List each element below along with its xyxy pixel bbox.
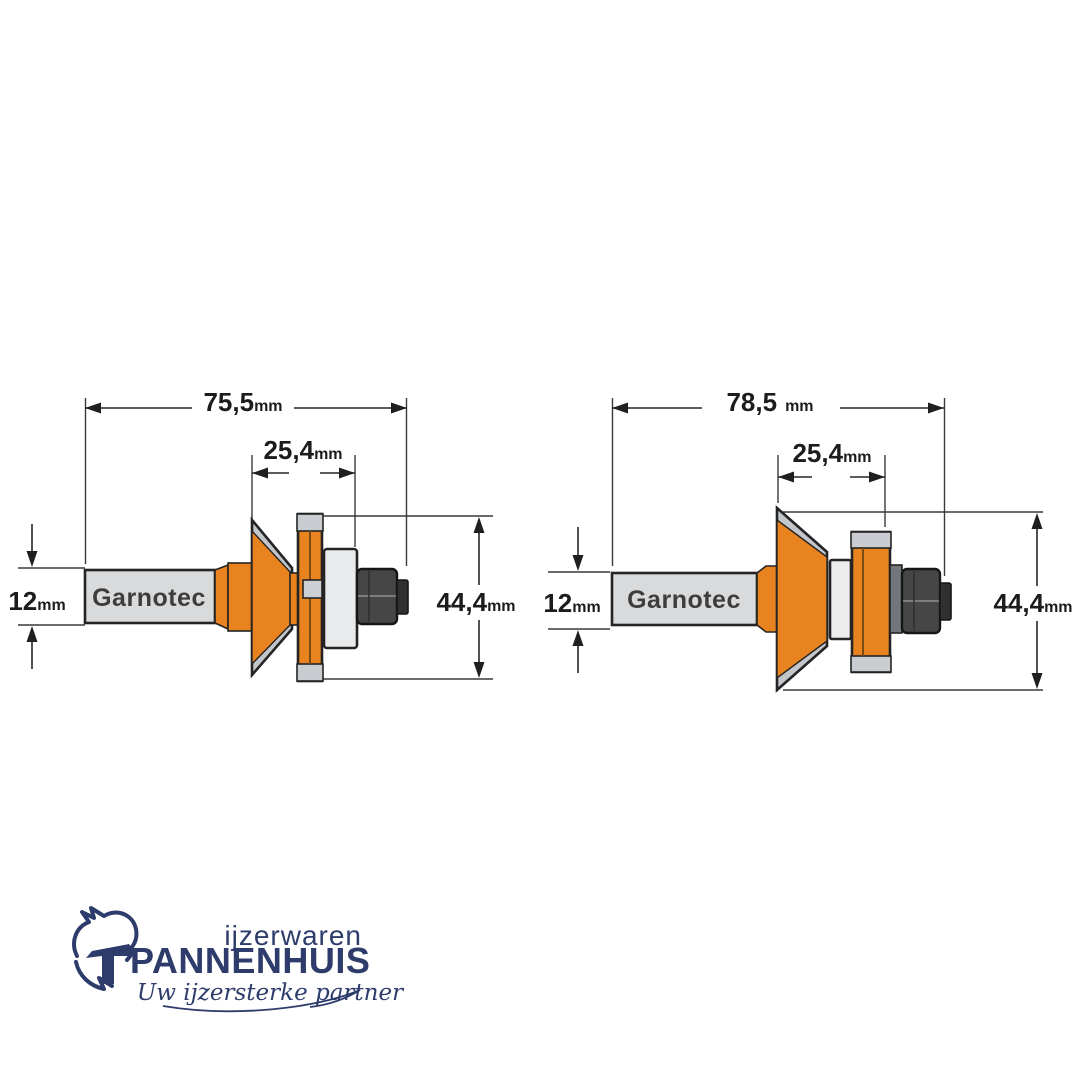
- blade-tip-top: [296, 513, 324, 532]
- shank: [83, 568, 217, 625]
- dimension-cutting-length-right: 25,4mm: [778, 438, 885, 483]
- logo-swoosh: [162, 989, 361, 1013]
- pannenhuis-logo-icon: [72, 906, 139, 991]
- cutter-cone: [776, 518, 828, 680]
- guide-bearing: [322, 547, 359, 650]
- brand-label: Garnotec: [627, 586, 741, 614]
- dimension-cutting-length-left: 25,4mm: [252, 435, 355, 479]
- dimension-diameter-left: 44,4mm: [436, 517, 516, 678]
- router-bit-diagram-left: 75,5mm 25,4mm 12mm 44,4mm Garn: [8, 387, 516, 683]
- collar: [227, 562, 253, 632]
- blade-clamp: [302, 579, 323, 599]
- logo-tagline: Uw ijzersterke partner: [137, 980, 405, 1006]
- shank: [610, 571, 759, 627]
- dimension-diameter-right: 44,4mm: [993, 513, 1073, 689]
- dimension-label: 75,5mm: [203, 387, 282, 417]
- logo-top-text: ijzerwaren: [224, 920, 362, 951]
- blade-tip-bottom: [296, 663, 324, 682]
- spindle-tip: [396, 579, 409, 615]
- dimension-overall-length-left: 75,5mm: [85, 387, 407, 417]
- dimension-label: 44,4mm: [436, 587, 515, 617]
- logo-icon-outline: [72, 906, 139, 962]
- cutter-tip-top: [850, 531, 892, 549]
- collar-taper: [214, 563, 229, 631]
- dimension-label: 44,4mm: [993, 588, 1072, 618]
- dimension-shank-right: 12mm: [543, 527, 601, 673]
- logo-icon-tail: [74, 960, 114, 991]
- dimension-label: 25,4mm: [792, 438, 871, 468]
- dimension-label: 12mm: [8, 586, 65, 616]
- brand-label: Garnotec: [92, 584, 206, 612]
- cutter-tip-bottom: [850, 655, 892, 673]
- dimension-label: 25,4mm: [263, 435, 342, 465]
- collar: [756, 565, 778, 633]
- logo-icon-t: [86, 944, 137, 984]
- logo-name: PANNENHUIS: [130, 940, 370, 981]
- washer: [889, 564, 903, 634]
- spindle-tip: [939, 582, 952, 621]
- second-cutter: [850, 530, 892, 674]
- pannenhuis-logo: ijzerwaren PANNENHUIS Uw ijzersterke par…: [72, 906, 405, 1013]
- spacer-ring: [828, 558, 853, 641]
- dimension-label: 12mm: [543, 588, 600, 618]
- dimension-shank-left: 12mm: [8, 524, 66, 669]
